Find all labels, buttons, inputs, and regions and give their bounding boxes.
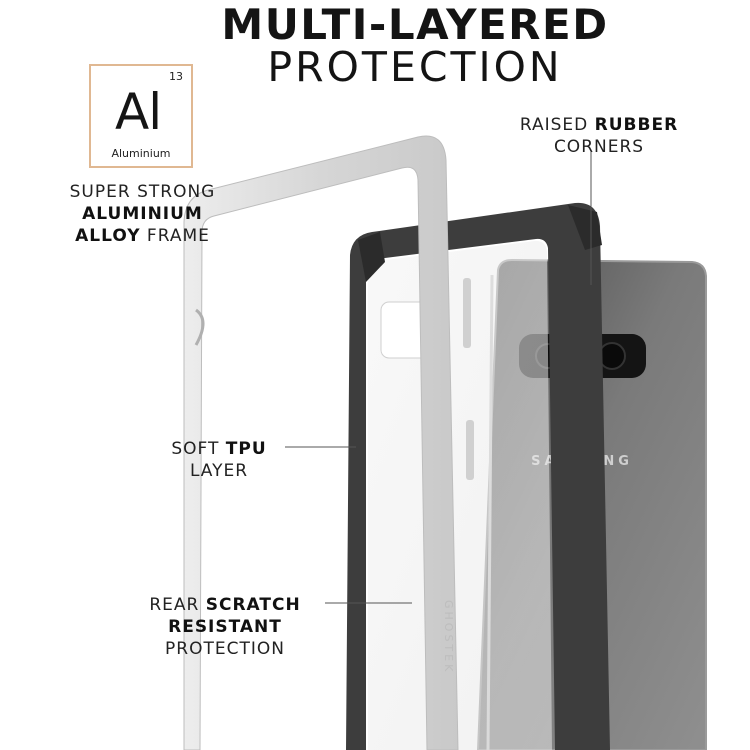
frame-engraving: GHOSTEK (442, 600, 455, 674)
scratch-callout-plain: REAR (149, 595, 206, 615)
rubber-callout-bold: RUBBER (594, 115, 679, 135)
element-tile: 13 Al Aluminium (89, 64, 193, 168)
aluminium-callout-line2: ALUMINIUM (82, 204, 203, 224)
headline-line2: PROTECTION (267, 43, 563, 91)
rubber-callout-plain: RAISED (519, 115, 595, 135)
atomic-number: 13 (169, 70, 183, 83)
scratch-callout-line2: RESISTANT (168, 617, 282, 637)
scratch-callout: REAR SCRATCH RESISTANT PROTECTION (127, 594, 323, 660)
tpu-callout-line2: LAYER (189, 461, 249, 481)
rubber-callout-line2: CORNERS (553, 137, 645, 157)
aluminium-callout-line3-bold: ALLOY (75, 226, 141, 246)
camera-lens-icon (598, 342, 626, 370)
element-symbol: Al (115, 83, 162, 141)
aluminium-callout-line3-rest: FRAME (140, 226, 210, 246)
aluminium-callout-line1: SUPER STRONG (69, 182, 216, 202)
tpu-bumper (346, 202, 610, 750)
tpu-callout-bold: TPU (225, 439, 267, 459)
scratch-callout-line3: PROTECTION (165, 639, 285, 659)
tpu-callout-plain: SOFT (171, 439, 226, 459)
headline-line1: MULTI-LAYERED (221, 0, 609, 49)
element-name: Aluminium (111, 147, 171, 160)
rubber-callout: RAISED RUBBER CORNERS (498, 114, 700, 158)
aluminium-callout: SUPER STRONG ALUMINIUM ALLOY FRAME (50, 181, 235, 247)
aluminium-frame (183, 135, 474, 750)
scratch-callout-bold: SCRATCH (205, 595, 301, 615)
tpu-callout: SOFT TPU LAYER (156, 438, 282, 482)
